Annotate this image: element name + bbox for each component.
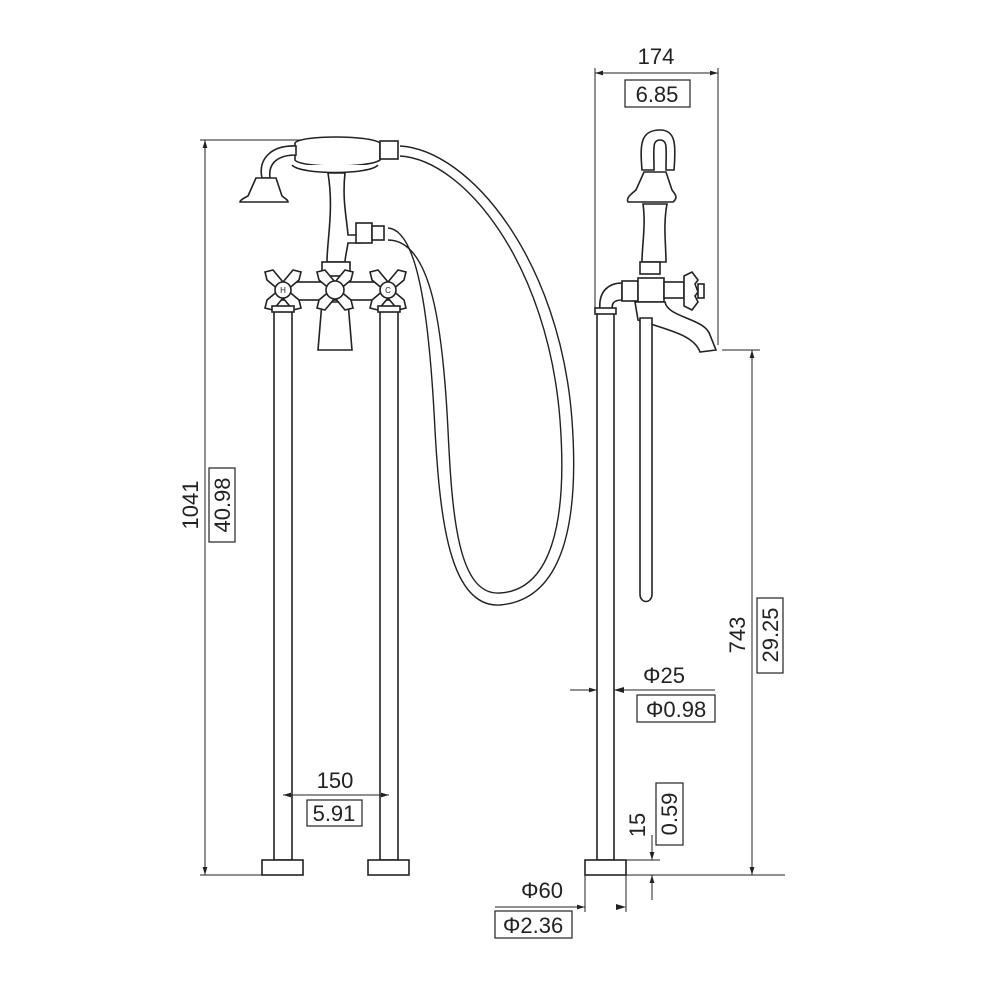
left-base <box>261 859 304 876</box>
dimension-label: 40.98 <box>210 477 235 532</box>
dim-pipe-spacing: 150 5.91 <box>283 768 389 827</box>
dim-base-height: 15 0.59 <box>625 782 684 900</box>
hot-label: H <box>280 286 286 295</box>
shower-arm <box>260 145 297 179</box>
dim-side-width: 174 6.85 <box>594 44 719 345</box>
cold-handle[interactable]: C <box>369 269 407 311</box>
side-shower-head <box>626 171 677 203</box>
dimension-label: Φ0.98 <box>646 697 706 722</box>
handset-handle <box>294 136 381 167</box>
right-pipe <box>379 309 399 861</box>
diverter-handle[interactable] <box>316 269 354 311</box>
dim-spout-height: 743 29.25 <box>626 349 785 876</box>
left-pipe <box>273 309 293 861</box>
front-view: H C <box>239 136 575 876</box>
dimension-label: 29.25 <box>758 607 783 662</box>
side-pipe <box>596 311 615 861</box>
side-inner-pipe <box>639 317 653 603</box>
dimension-label: Φ60 <box>521 878 563 903</box>
dimension-label: 1041 <box>178 481 203 530</box>
right-base <box>367 859 410 876</box>
dimension-label: Φ2.36 <box>503 913 563 938</box>
dimension-label: 743 <box>725 617 750 654</box>
dimension-label: 174 <box>638 44 675 69</box>
dimension-label: Φ25 <box>643 663 685 688</box>
shower-head <box>239 177 289 203</box>
dimension-label: 150 <box>317 768 354 793</box>
side-view <box>584 129 718 876</box>
shower-hose <box>387 145 575 606</box>
dim-base-diameter: Φ60 Φ2.36 <box>494 875 627 939</box>
hot-handle[interactable]: H <box>264 269 302 311</box>
dim-total-height: 1041 40.98 <box>178 139 300 876</box>
dimension-label: 15 <box>625 813 650 837</box>
side-base <box>584 859 627 876</box>
side-spout <box>634 301 718 353</box>
mixer-column <box>326 172 361 263</box>
dim-pipe-diameter: Φ25 Φ0.98 <box>570 663 716 723</box>
dimension-label: 0.59 <box>657 793 682 836</box>
dimension-label: 6.85 <box>636 82 679 107</box>
dimension-label: 5.91 <box>313 801 356 826</box>
cold-label: C <box>385 286 391 295</box>
